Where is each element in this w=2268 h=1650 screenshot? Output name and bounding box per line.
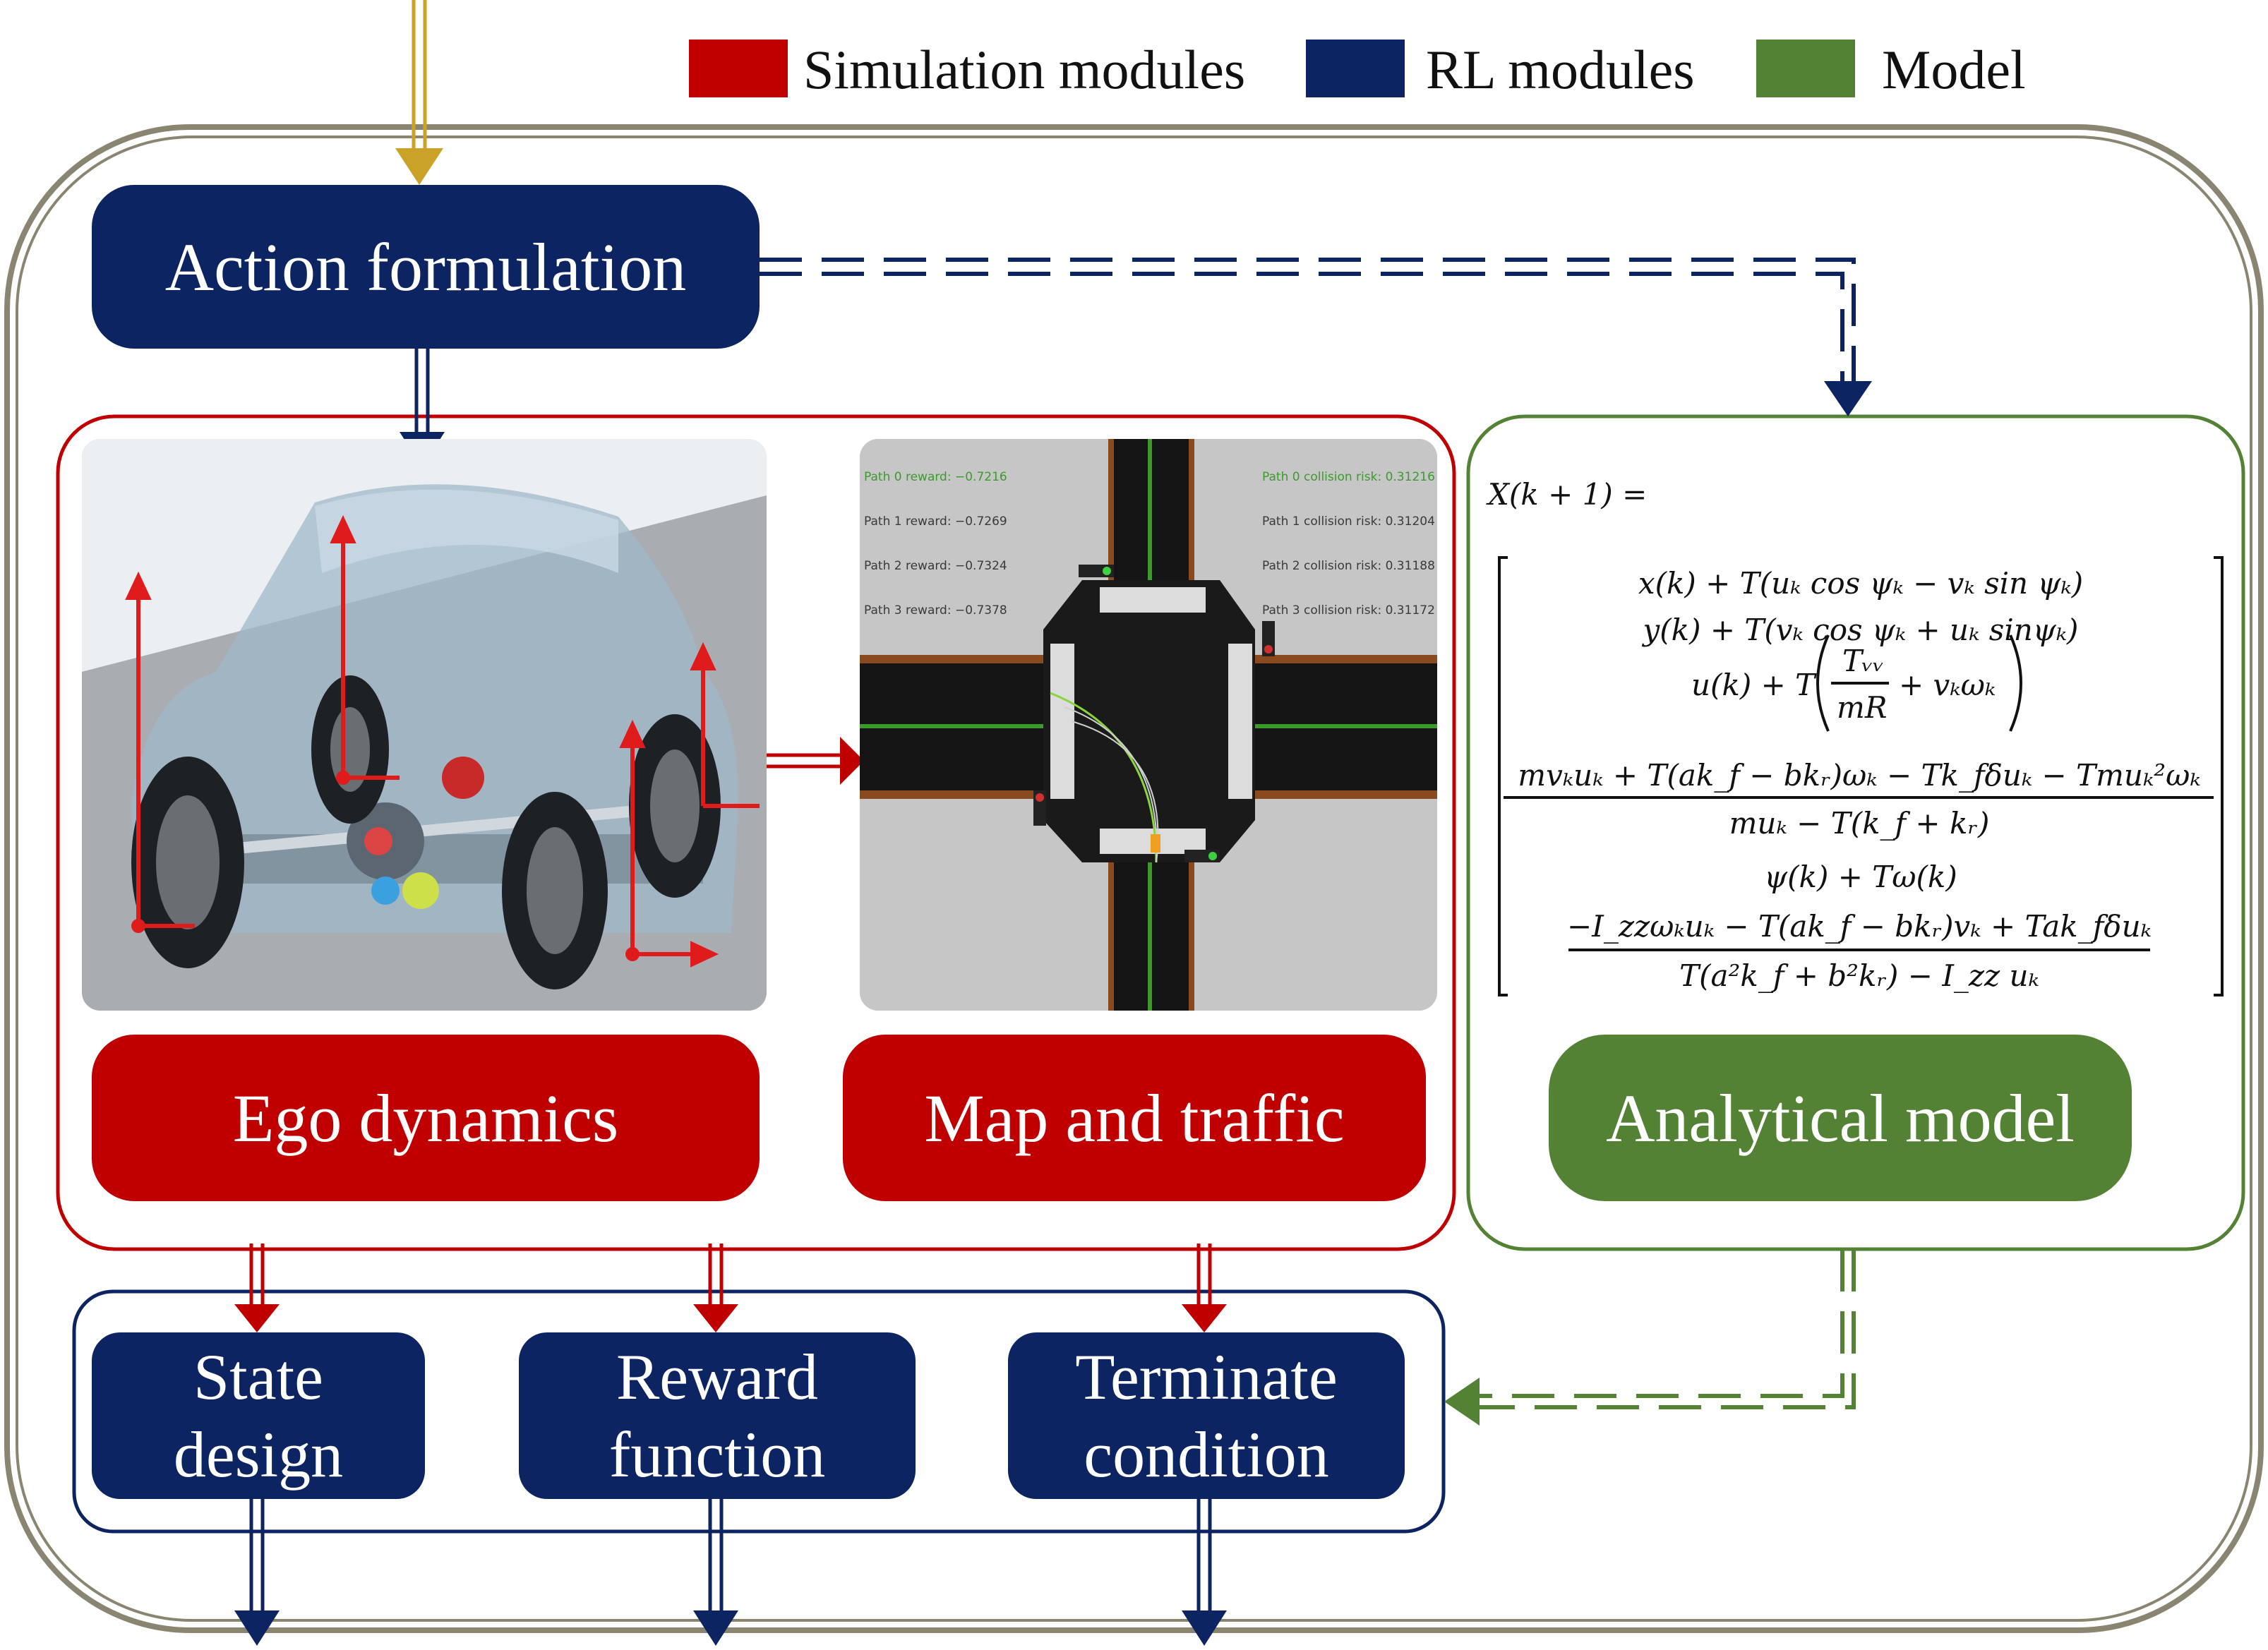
sim-to-state-arrow: [234, 1243, 280, 1332]
traffic-map-image: Path 0 reward: −0.7216 Path 1 reward: −0…: [860, 439, 1437, 1011]
path-reward-0: Path 0 reward: −0.7216: [864, 470, 1007, 484]
state-design-line1: State: [193, 1340, 323, 1413]
map-and-traffic-box[interactable]: Map and traffic: [843, 1035, 1426, 1201]
equation-row-psi: ψ(k) + Tω(k): [1764, 860, 1957, 894]
sim-to-reward-arrow: [693, 1243, 738, 1332]
equation-row-u-numerator: Tᵥᵥ: [1842, 644, 1885, 678]
legend-swatch-simulation: [689, 40, 788, 97]
legend-label-simulation: Simulation modules: [803, 39, 1246, 100]
equation-row-x: x(k) + T(uₖ cos ψₖ − vₖ sin ψₖ): [1638, 566, 2084, 601]
equation-row-u-denominator: mR: [1837, 690, 1888, 725]
equation-row-y: y(k) + T(vₖ cos ψₖ + uₖ sinψₖ): [1643, 613, 2079, 647]
path-risk-readout: Path 0 collision risk: 0.31216 Path 1 co…: [1262, 440, 1435, 648]
equation-row-omega-denominator: T(a²k_f + b²kᵣ) − I_zz uₖ: [1679, 958, 2039, 993]
analytical-model-box[interactable]: Analytical model: [1549, 1035, 2132, 1201]
input-arrow: [395, 0, 443, 185]
model-to-rl-arrow: [1444, 1249, 1856, 1426]
reward-function-line2: function: [608, 1419, 826, 1491]
action-to-model-arrow: [760, 258, 1872, 416]
fraction-parens: [1816, 634, 2022, 732]
sim-to-terminate-arrow: [1182, 1243, 1227, 1332]
legend-swatch-model: [1756, 40, 1855, 97]
terminate-output-arrow: [1182, 1499, 1227, 1646]
reward-output-arrow: [693, 1499, 738, 1646]
path-risk-2: Path 2 collision risk: 0.31188: [1262, 559, 1435, 573]
simulation-group-frame: [56, 414, 1456, 1251]
fraction-bars: [1504, 682, 2214, 951]
terminate-condition-box[interactable]: Terminate condition: [1008, 1332, 1405, 1499]
terminate-condition-line1: Terminate: [1075, 1340, 1338, 1413]
equation-lhs: X(k + 1) =: [1488, 477, 1648, 512]
path-risk-0: Path 0 collision risk: 0.31216: [1262, 470, 1435, 484]
equation-row-u-tail: + vₖωₖ: [1899, 668, 1996, 702]
outer-frame-inner: [16, 136, 2252, 1622]
rl-group-frame: [72, 1289, 1446, 1534]
state-output-arrow: [234, 1499, 280, 1646]
equation-row-v-denominator: muₖ − T(k_f + kᵣ): [1729, 806, 1990, 841]
legend-swatch-rl: [1306, 40, 1405, 97]
reward-function-box[interactable]: Reward function: [519, 1332, 916, 1499]
path-reward-3: Path 3 reward: −0.7378: [864, 603, 1007, 618]
state-design-line2: design: [173, 1419, 344, 1491]
ego-dynamics-box[interactable]: Ego dynamics: [92, 1035, 760, 1201]
ego-dynamics-label: Ego dynamics: [232, 1080, 619, 1156]
legend-label-model: Model: [1882, 39, 2026, 100]
path-risk-3: Path 3 collision risk: 0.31172: [1262, 603, 1435, 618]
legend-label-rl: RL modules: [1426, 39, 1695, 100]
path-risk-1: Path 1 collision risk: 0.31204: [1262, 514, 1435, 529]
matrix-brackets: [1498, 556, 2224, 996]
action-formulation-label: Action formulation: [164, 229, 687, 305]
path-reward-1: Path 1 reward: −0.7269: [864, 514, 1007, 529]
path-reward-readout: Path 0 reward: −0.7216 Path 1 reward: −0…: [864, 440, 1007, 648]
reward-function-line1: Reward: [616, 1340, 819, 1413]
outer-frame: [4, 124, 2264, 1633]
analytical-model-label: Analytical model: [1606, 1080, 2075, 1156]
vehicle-dynamics-image: [82, 439, 767, 1011]
equation-row-v-numerator: mvₖuₖ + T(ak_f − bkᵣ)ωₖ − Tk_fδuₖ − Tmuₖ…: [1518, 758, 2201, 793]
equation-row-u: u(k) + T: [1691, 668, 1816, 702]
state-design-box[interactable]: State design: [92, 1332, 425, 1499]
terminate-condition-line2: condition: [1084, 1419, 1329, 1491]
ego-to-map-arrow: [762, 737, 864, 785]
equation-row-omega-numerator: −I_zzωₖuₖ − T(ak_f − bkᵣ)vₖ + Tak_fδuₖ: [1567, 909, 2152, 944]
path-reward-2: Path 2 reward: −0.7324: [864, 559, 1007, 573]
action-formulation-box[interactable]: Action formulation: [92, 185, 760, 349]
map-and-traffic-label: Map and traffic: [924, 1080, 1345, 1156]
